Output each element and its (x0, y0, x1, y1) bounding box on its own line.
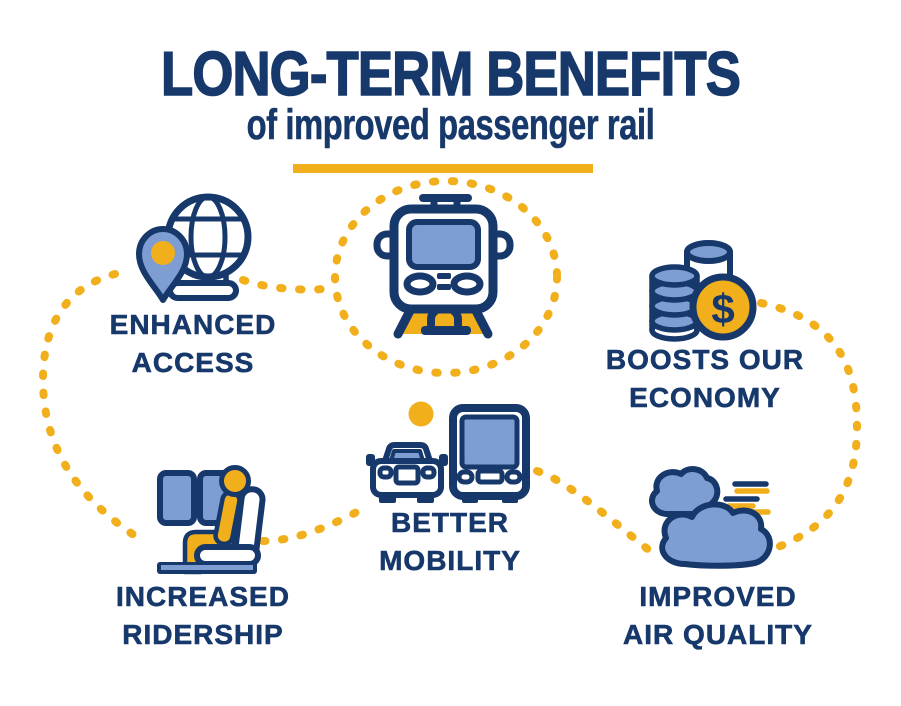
dotted-connector-access-train (239, 276, 327, 294)
train-front-icon (373, 194, 514, 339)
benefit-label-line: AIR QUALITY (623, 619, 813, 651)
page-title: LONG-TERM BENEFITS (160, 40, 741, 109)
coin-stacks-dollar-icon: $ (649, 240, 757, 342)
clouds-wind-icon (649, 466, 773, 569)
benefit-label-line: ECONOMY (629, 382, 781, 414)
benefit-label-improved-air-quality: IMPROVED AIR QUALITY (578, 578, 858, 654)
dotted-connector-ridership-mobility (259, 502, 372, 545)
benefit-label-line: ENHANCED (109, 309, 277, 341)
dotted-loop-right (757, 299, 862, 551)
benefit-label-boosts-our-economy: BOOSTS OUR ECONOMY (565, 341, 845, 417)
dotted-train-circle (331, 177, 561, 377)
benefit-label-line: RIDERSHIP (122, 619, 284, 651)
benefit-label-line: BOOSTS OUR (605, 344, 805, 376)
passenger-seat-icon (157, 465, 266, 575)
benefit-label-line: IMPROVED (639, 581, 797, 613)
benefit-label-line: MOBILITY (379, 545, 521, 577)
globe-location-pin-icon (136, 193, 252, 303)
dotted-connector-mobility-airquality (533, 467, 654, 555)
benefit-label-better-mobility: BETTER MOBILITY (310, 504, 590, 580)
title-underline (293, 164, 593, 173)
dotted-path-group (38, 177, 862, 555)
car-and-bus-icon (366, 401, 530, 503)
benefit-label-line: ACCESS (131, 347, 255, 379)
benefit-label-enhanced-access: ENHANCED ACCESS (53, 306, 333, 382)
benefit-label-line: BETTER (391, 507, 509, 539)
page-subtitle: of improved passenger rail (246, 101, 655, 150)
dollar-sign-glyph: $ (711, 286, 734, 333)
yellow-dot (408, 401, 434, 427)
benefit-label-line: INCREASED (116, 581, 290, 613)
benefit-label-increased-ridership: INCREASED RIDERSHIP (63, 578, 343, 654)
